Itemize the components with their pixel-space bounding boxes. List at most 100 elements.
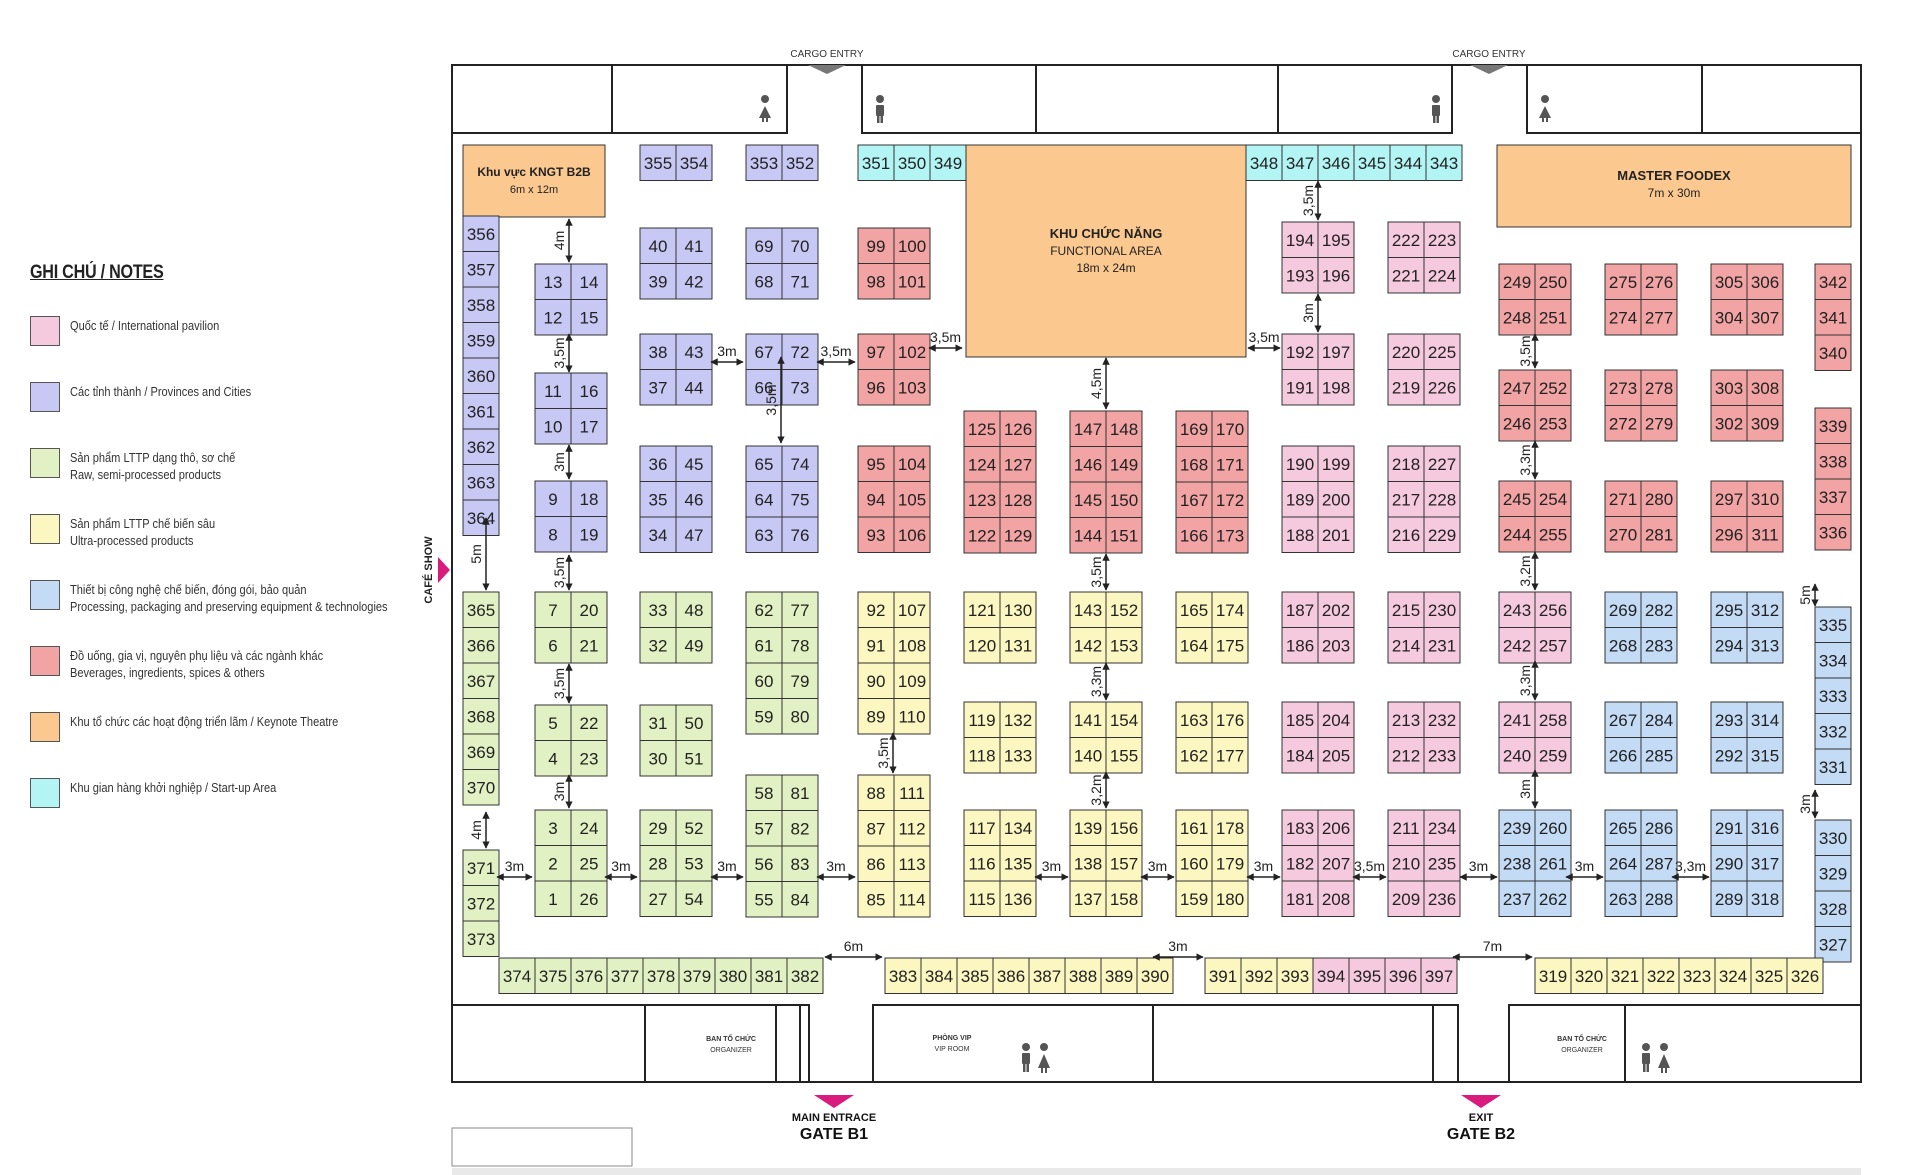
booth-9[interactable]: 9 [534, 480, 572, 517]
booth-211[interactable]: 211 [1387, 809, 1425, 846]
booth-224[interactable]: 224 [1423, 257, 1461, 294]
booth-218[interactable]: 218 [1387, 445, 1425, 482]
booth-266[interactable]: 266 [1604, 737, 1642, 774]
booth-188[interactable]: 188 [1281, 516, 1319, 553]
booth-28[interactable]: 28 [639, 845, 677, 882]
booth-302[interactable]: 302 [1710, 405, 1748, 442]
booth-386[interactable]: 386 [992, 957, 1030, 994]
booth-131[interactable]: 131 [999, 627, 1037, 664]
booth-141[interactable]: 141 [1069, 701, 1107, 738]
booth-46[interactable]: 46 [675, 481, 713, 518]
booth-280[interactable]: 280 [1640, 480, 1678, 517]
booth-364[interactable]: 364 [462, 499, 500, 536]
booth-21[interactable]: 21 [570, 627, 608, 664]
booth-138[interactable]: 138 [1069, 845, 1107, 882]
booth-251[interactable]: 251 [1534, 299, 1572, 336]
booth-107[interactable]: 107 [893, 591, 931, 628]
booth-17[interactable]: 17 [570, 408, 608, 445]
booth-102[interactable]: 102 [893, 333, 931, 370]
booth-59[interactable]: 59 [745, 698, 783, 735]
booth-311[interactable]: 311 [1746, 516, 1784, 553]
booth-150[interactable]: 150 [1105, 481, 1143, 518]
booth-240[interactable]: 240 [1498, 737, 1536, 774]
booth-156[interactable]: 156 [1105, 809, 1143, 846]
booth-221[interactable]: 221 [1387, 257, 1425, 294]
booth-385[interactable]: 385 [956, 957, 994, 994]
booth-305[interactable]: 305 [1710, 263, 1748, 300]
booth-18[interactable]: 18 [570, 480, 608, 517]
booth-98[interactable]: 98 [857, 263, 895, 300]
booth-108[interactable]: 108 [893, 627, 931, 664]
booth-309[interactable]: 309 [1746, 405, 1784, 442]
booth-207[interactable]: 207 [1317, 845, 1355, 882]
booth-199[interactable]: 199 [1317, 445, 1355, 482]
booth-29[interactable]: 29 [639, 809, 677, 846]
booth-82[interactable]: 82 [781, 810, 819, 847]
booth-140[interactable]: 140 [1069, 737, 1107, 774]
booth-136[interactable]: 136 [999, 880, 1037, 917]
booth-42[interactable]: 42 [675, 263, 713, 300]
booth-162[interactable]: 162 [1175, 737, 1213, 774]
booth-341[interactable]: 341 [1814, 299, 1852, 336]
booth-23[interactable]: 23 [570, 740, 608, 777]
booth-200[interactable]: 200 [1317, 481, 1355, 518]
booth-297[interactable]: 297 [1710, 480, 1748, 517]
booth-171[interactable]: 171 [1211, 446, 1249, 483]
booth-1[interactable]: 1 [534, 880, 572, 917]
booth-389[interactable]: 389 [1100, 957, 1138, 994]
booth-70[interactable]: 70 [781, 227, 819, 264]
booth-380[interactable]: 380 [714, 957, 752, 994]
booth-362[interactable]: 362 [462, 428, 500, 465]
booth-236[interactable]: 236 [1423, 880, 1461, 917]
booth-346[interactable]: 346 [1317, 144, 1355, 181]
booth-257[interactable]: 257 [1534, 627, 1572, 664]
booth-88[interactable]: 88 [857, 774, 895, 811]
booth-85[interactable]: 85 [857, 881, 895, 918]
booth-16[interactable]: 16 [570, 372, 608, 409]
booth-333[interactable]: 333 [1814, 677, 1852, 714]
booth-126[interactable]: 126 [999, 410, 1037, 447]
booth-110[interactable]: 110 [893, 698, 931, 735]
booth-61[interactable]: 61 [745, 627, 783, 664]
booth-212[interactable]: 212 [1387, 737, 1425, 774]
booth-166[interactable]: 166 [1175, 517, 1213, 554]
booth-37[interactable]: 37 [639, 369, 677, 406]
booth-25[interactable]: 25 [570, 845, 608, 882]
booth-223[interactable]: 223 [1423, 221, 1461, 258]
booth-40[interactable]: 40 [639, 227, 677, 264]
booth-316[interactable]: 316 [1746, 809, 1784, 846]
booth-330[interactable]: 330 [1814, 819, 1852, 856]
booth-204[interactable]: 204 [1317, 701, 1355, 738]
booth-201[interactable]: 201 [1317, 516, 1355, 553]
booth-367[interactable]: 367 [462, 662, 500, 699]
booth-92[interactable]: 92 [857, 591, 895, 628]
booth-169[interactable]: 169 [1175, 410, 1213, 447]
booth-84[interactable]: 84 [781, 881, 819, 918]
booth-208[interactable]: 208 [1317, 880, 1355, 917]
booth-265[interactable]: 265 [1604, 809, 1642, 846]
booth-358[interactable]: 358 [462, 286, 500, 323]
booth-275[interactable]: 275 [1604, 263, 1642, 300]
booth-11[interactable]: 11 [534, 372, 572, 409]
booth-175[interactable]: 175 [1211, 627, 1249, 664]
booth-183[interactable]: 183 [1281, 809, 1319, 846]
booth-273[interactable]: 273 [1604, 369, 1642, 406]
booth-26[interactable]: 26 [570, 880, 608, 917]
booth-27[interactable]: 27 [639, 880, 677, 917]
booth-332[interactable]: 332 [1814, 713, 1852, 750]
booth-145[interactable]: 145 [1069, 481, 1107, 518]
booth-252[interactable]: 252 [1534, 369, 1572, 406]
booth-290[interactable]: 290 [1710, 845, 1748, 882]
booth-350[interactable]: 350 [893, 144, 931, 181]
booth-65[interactable]: 65 [745, 445, 783, 482]
booth-368[interactable]: 368 [462, 698, 500, 735]
booth-101[interactable]: 101 [893, 263, 931, 300]
booth-357[interactable]: 357 [462, 251, 500, 288]
booth-89[interactable]: 89 [857, 698, 895, 735]
booth-222[interactable]: 222 [1387, 221, 1425, 258]
booth-303[interactable]: 303 [1710, 369, 1748, 406]
booth-115[interactable]: 115 [963, 880, 1001, 917]
booth-148[interactable]: 148 [1105, 410, 1143, 447]
booth-129[interactable]: 129 [999, 517, 1037, 554]
booth-356[interactable]: 356 [462, 215, 500, 252]
